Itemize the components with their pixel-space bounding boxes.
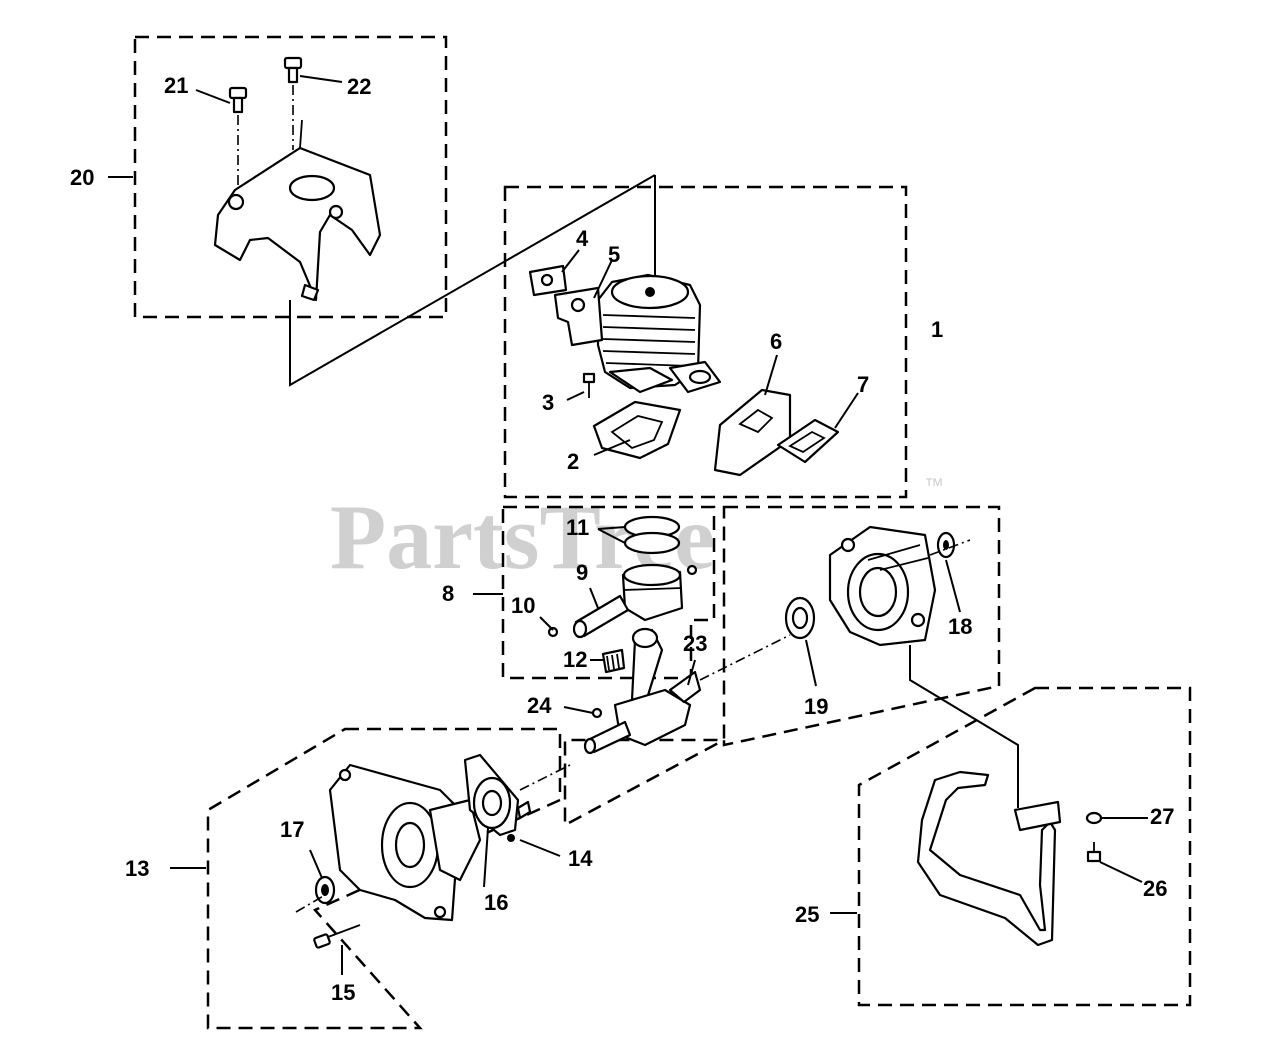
- callout-12: 12: [563, 647, 587, 672]
- bearing-12: [601, 648, 626, 674]
- watermark-trademark: ™: [924, 475, 944, 497]
- gasket-4: [528, 264, 568, 297]
- handle-part: [916, 770, 1062, 947]
- piston-rings-11: [623, 515, 681, 555]
- retainer-right: [686, 564, 698, 576]
- dowel-pin: [516, 800, 532, 820]
- callout-25: 25: [795, 902, 819, 927]
- muffler-gasket-7: [776, 418, 840, 464]
- callout-27: 27: [1150, 804, 1174, 829]
- callout-1: 1: [931, 317, 943, 342]
- screw-22: [283, 56, 303, 84]
- leader-lines: [108, 75, 1148, 975]
- callout-4: 4: [576, 226, 589, 251]
- piston-pin-9: [572, 594, 630, 639]
- screw-26: [1086, 842, 1102, 863]
- callout-17: 17: [280, 817, 304, 842]
- callout-8: 8: [442, 581, 454, 606]
- group-box-shroud: [133, 35, 448, 319]
- screw-21: [228, 86, 248, 114]
- group-box-cylinder: [503, 185, 908, 499]
- callout-24: 24: [527, 693, 552, 718]
- cylinder-part: [596, 273, 722, 394]
- assembly-line-shroud: [289, 174, 656, 387]
- bearing-19: [784, 596, 816, 640]
- base-gasket-2: [592, 400, 682, 460]
- group-box-crankshaft: [563, 505, 1001, 828]
- callout-6: 6: [770, 329, 782, 354]
- callout-22: 22: [347, 74, 371, 99]
- assembly-line-handle: [909, 645, 1019, 808]
- callout-19: 19: [804, 694, 828, 719]
- group-box-handle: [857, 686, 1192, 1007]
- group-box-piston: [501, 505, 716, 680]
- callout-7: 7: [857, 372, 869, 397]
- callout-18: 18: [948, 614, 972, 639]
- callout-26: 26: [1143, 876, 1167, 901]
- callout-14: 14: [568, 846, 593, 871]
- callout-21: 21: [164, 73, 188, 98]
- callout-11: 11: [566, 515, 589, 540]
- crankcase-right-part: [828, 525, 937, 647]
- crankcase-left-part: [328, 763, 482, 922]
- key-24: [591, 707, 603, 719]
- callout-23: 23: [683, 631, 707, 656]
- callout-9: 9: [576, 560, 588, 585]
- callout-5: 5: [608, 242, 620, 267]
- crankshaft-part: [583, 627, 702, 755]
- screw-3: [582, 372, 596, 398]
- seal-17: [314, 875, 336, 905]
- washer-27: [1085, 811, 1103, 825]
- callout-16: 16: [484, 890, 508, 915]
- callout-labels: 20 21 22 1 4 5 3 2 6 7 11 9 8 10 12 23 2…: [70, 73, 1174, 1005]
- retainer-10: [547, 626, 559, 638]
- callout-15: 15: [331, 980, 355, 1005]
- callout-10: 10: [511, 593, 535, 618]
- seal-18: [936, 531, 956, 559]
- shroud-part: [213, 119, 382, 302]
- callout-2: 2: [567, 449, 579, 474]
- piston-part: [621, 563, 684, 622]
- group-box-crankcase: [206, 727, 562, 1030]
- callout-13: 13: [125, 856, 149, 881]
- exhaust-gasket-6: [713, 388, 792, 477]
- callout-20: 20: [70, 165, 94, 190]
- screw-15: [313, 924, 361, 949]
- bearing-16: [472, 776, 512, 830]
- callout-3: 3: [542, 390, 554, 415]
